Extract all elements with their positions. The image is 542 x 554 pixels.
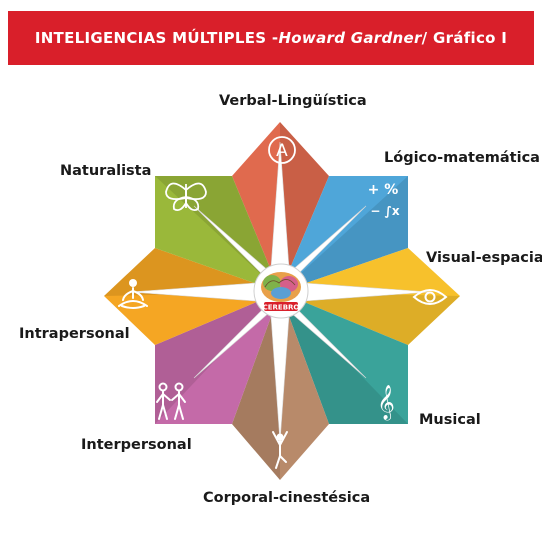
petal-logico bbox=[280, 176, 408, 292]
math-symbols-icon: + % − ∫x bbox=[368, 182, 400, 218]
two-people-icon bbox=[156, 382, 186, 420]
label-verbal-linguistica: Verbal-Lingüística bbox=[219, 93, 367, 109]
label-logico-matematica: Lógico-matemática bbox=[384, 150, 540, 166]
title-suffix: / Gráfico I bbox=[421, 29, 508, 47]
clef-glyph: 𝄞 bbox=[377, 385, 395, 421]
label-intrapersonal: Intrapersonal bbox=[19, 326, 130, 342]
letter-a-glyph: A bbox=[276, 141, 288, 161]
math-glyph-bottom: − ∫x bbox=[370, 204, 400, 218]
label-musical: Musical bbox=[419, 412, 481, 428]
brain-center: CEREBRO bbox=[253, 263, 309, 319]
butterfly-icon bbox=[165, 182, 207, 212]
letter-a-icon: A bbox=[268, 136, 296, 164]
label-naturalista: Naturalista bbox=[60, 163, 152, 179]
label-corporal-cinestesica: Corporal-cinestésica bbox=[203, 490, 371, 506]
label-interpersonal: Interpersonal bbox=[81, 437, 192, 453]
treble-clef-icon: 𝄞 bbox=[377, 385, 395, 421]
eye-icon bbox=[412, 289, 448, 305]
title-banner: INTELIGENCIAS MÚLTIPLES - Howard Gardner… bbox=[8, 11, 534, 65]
brain-badge: CEREBRO bbox=[263, 304, 300, 312]
label-visual-espacial: Visual-espacial bbox=[426, 250, 542, 266]
yoga-pose-icon bbox=[272, 431, 288, 469]
title-text: INTELIGENCIAS MÚLTIPLES - bbox=[34, 29, 279, 47]
math-glyph-top: + % bbox=[368, 182, 399, 198]
title-author: Howard Gardner bbox=[278, 29, 422, 47]
meditation-icon bbox=[118, 279, 148, 309]
